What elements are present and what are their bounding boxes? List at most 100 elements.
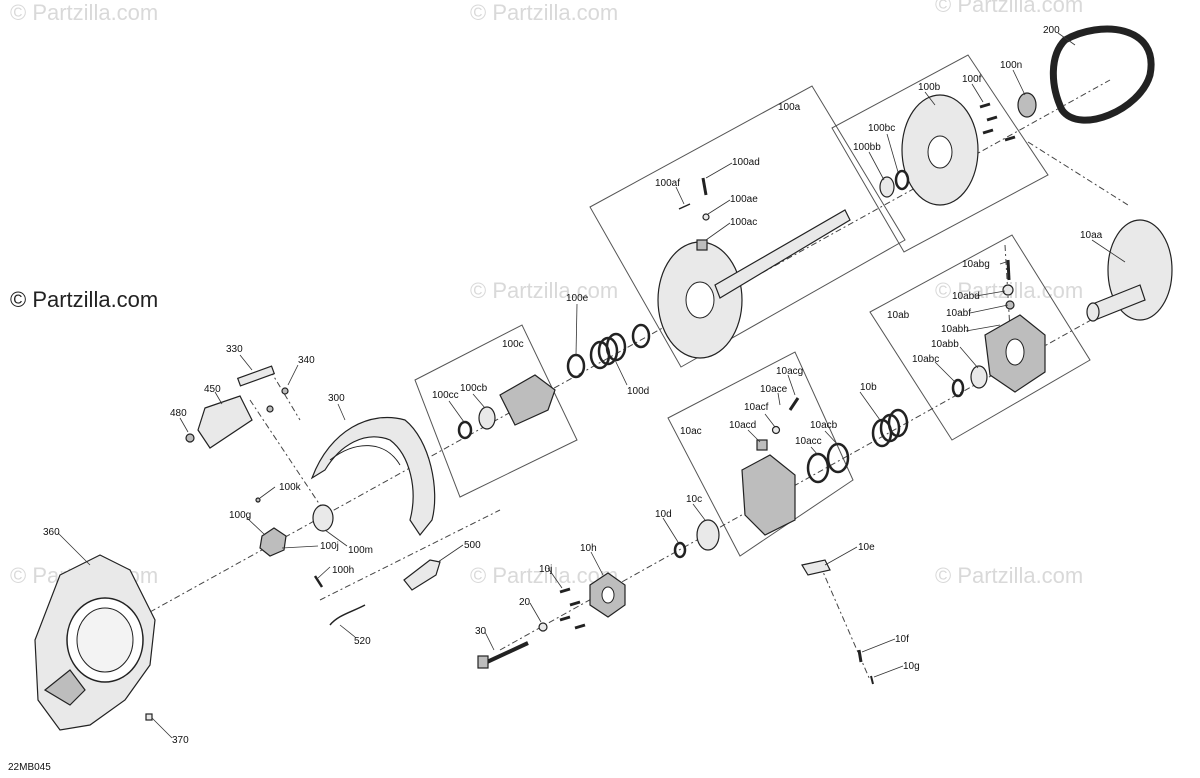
callout-100c: 100c bbox=[502, 339, 524, 350]
part-100e-ring-2 bbox=[631, 323, 651, 349]
part-500 bbox=[403, 559, 441, 591]
part-10abd bbox=[1002, 284, 1014, 296]
part-10acc bbox=[806, 452, 830, 484]
watermark-bottom-right: © Partzilla.com bbox=[935, 563, 1083, 588]
part-100f-screws bbox=[979, 102, 1016, 142]
callout-100a: 100a bbox=[778, 102, 801, 113]
callout-10b: 10b bbox=[860, 382, 877, 393]
watermark-mid-center: © Partzilla.com bbox=[470, 278, 618, 303]
watermark-top-left: © Partzilla.com bbox=[10, 0, 158, 25]
part-100d-spring bbox=[589, 332, 627, 370]
callout-370: 370 bbox=[172, 735, 189, 746]
watermarks: © Partzilla.com © Partzilla.com © Partzi… bbox=[10, 0, 1083, 588]
callout-520: 520 bbox=[354, 636, 371, 647]
callout-100d: 100d bbox=[627, 386, 649, 397]
part-100c bbox=[499, 374, 556, 426]
part-100a-sheave bbox=[657, 209, 851, 359]
callout-100n: 100n bbox=[1000, 60, 1022, 71]
part-10abb bbox=[970, 365, 988, 389]
diagram-code: 22MB045 bbox=[8, 762, 51, 773]
part-10acb bbox=[826, 442, 850, 474]
callout-100b: 100b bbox=[918, 82, 941, 93]
callout-10abd: 10abd bbox=[952, 291, 980, 302]
callout-10ace: 10ace bbox=[760, 384, 788, 395]
part-20-washer bbox=[538, 622, 548, 632]
part-10abc bbox=[951, 378, 965, 398]
part-370-screw bbox=[145, 713, 153, 721]
callout-100m: 100m bbox=[348, 545, 373, 556]
callout-10ac: 10ac bbox=[680, 426, 702, 437]
callout-10e: 10e bbox=[858, 542, 875, 553]
callout-10d: 10d bbox=[655, 509, 672, 520]
part-100m bbox=[312, 504, 334, 532]
part-100ae bbox=[702, 213, 710, 221]
part-100bc bbox=[894, 169, 910, 191]
part-100n bbox=[1017, 92, 1037, 118]
callout-100f: 100f bbox=[962, 74, 982, 85]
part-100cb bbox=[478, 406, 496, 430]
callout-300: 300 bbox=[328, 393, 345, 404]
part-10aa-sheave bbox=[1086, 219, 1173, 322]
part-10abf bbox=[1005, 300, 1015, 310]
part-10abg bbox=[1006, 259, 1011, 281]
part-200-belt bbox=[1049, 25, 1155, 124]
callout-labels: 200 100n 100f 100b 100a 100bc 100bb 100a… bbox=[43, 25, 1103, 746]
part-340-b bbox=[266, 405, 274, 413]
callout-100ae: 100ae bbox=[730, 194, 758, 205]
frame-10ac bbox=[667, 351, 854, 557]
part-30-bolt bbox=[477, 641, 529, 669]
callout-100bc: 100bc bbox=[868, 123, 895, 134]
part-330 bbox=[236, 365, 276, 387]
frame-100b bbox=[831, 54, 1049, 253]
callout-10acd: 10acd bbox=[729, 420, 756, 431]
frame-10ab bbox=[869, 234, 1091, 441]
callout-100cc: 100cc bbox=[432, 390, 459, 401]
callout-100cb: 100cb bbox=[460, 383, 488, 394]
callout-340: 340 bbox=[298, 355, 315, 366]
callout-360: 360 bbox=[43, 527, 60, 538]
callout-450: 450 bbox=[204, 384, 221, 395]
callout-10ab: 10ab bbox=[887, 310, 910, 321]
watermark-top-right: © Partzilla.com bbox=[935, 0, 1083, 17]
part-10h-hub bbox=[589, 572, 626, 618]
callout-10abc: 10abc bbox=[912, 354, 939, 365]
callout-100j: 100j bbox=[320, 541, 339, 552]
leader-lines bbox=[57, 32, 1126, 739]
callout-10aa: 10aa bbox=[1080, 230, 1103, 241]
part-100bb bbox=[879, 176, 895, 198]
frame-100c bbox=[414, 324, 578, 498]
callout-100e: 100e bbox=[566, 293, 589, 304]
frame-100a bbox=[589, 85, 906, 368]
callout-10acb: 10acb bbox=[810, 420, 838, 431]
callout-10acc: 10acc bbox=[795, 436, 822, 447]
part-10ab bbox=[984, 314, 1046, 393]
watermark-main: © Partzilla.com bbox=[10, 287, 158, 312]
part-100k bbox=[255, 497, 261, 503]
part-10g bbox=[870, 675, 874, 685]
part-10f bbox=[857, 649, 863, 663]
callout-100ad: 100ad bbox=[732, 157, 760, 168]
part-100e-ring bbox=[566, 353, 586, 379]
callout-10abh: 10abh bbox=[941, 324, 969, 335]
part-100h bbox=[313, 575, 324, 588]
part-10acd bbox=[756, 439, 768, 451]
callout-100bb: 100bb bbox=[853, 142, 881, 153]
part-100ad bbox=[701, 177, 708, 196]
assembly-frames bbox=[414, 54, 1091, 557]
callout-100h: 100h bbox=[332, 565, 354, 576]
callout-10c: 10c bbox=[686, 494, 702, 505]
watermark-top-center: © Partzilla.com bbox=[470, 0, 618, 25]
callout-10abf: 10abf bbox=[946, 308, 971, 319]
part-10e bbox=[801, 559, 831, 576]
callout-100ac: 100ac bbox=[730, 217, 757, 228]
callout-100af: 100af bbox=[655, 178, 680, 189]
part-10d bbox=[673, 541, 687, 559]
callout-20: 20 bbox=[519, 597, 531, 608]
part-10b-spring bbox=[871, 408, 909, 448]
callout-10g: 10g bbox=[903, 661, 920, 672]
callout-10acg: 10acg bbox=[776, 366, 803, 377]
callout-330: 330 bbox=[226, 344, 243, 355]
part-100ac bbox=[696, 239, 708, 251]
part-520 bbox=[329, 604, 366, 626]
